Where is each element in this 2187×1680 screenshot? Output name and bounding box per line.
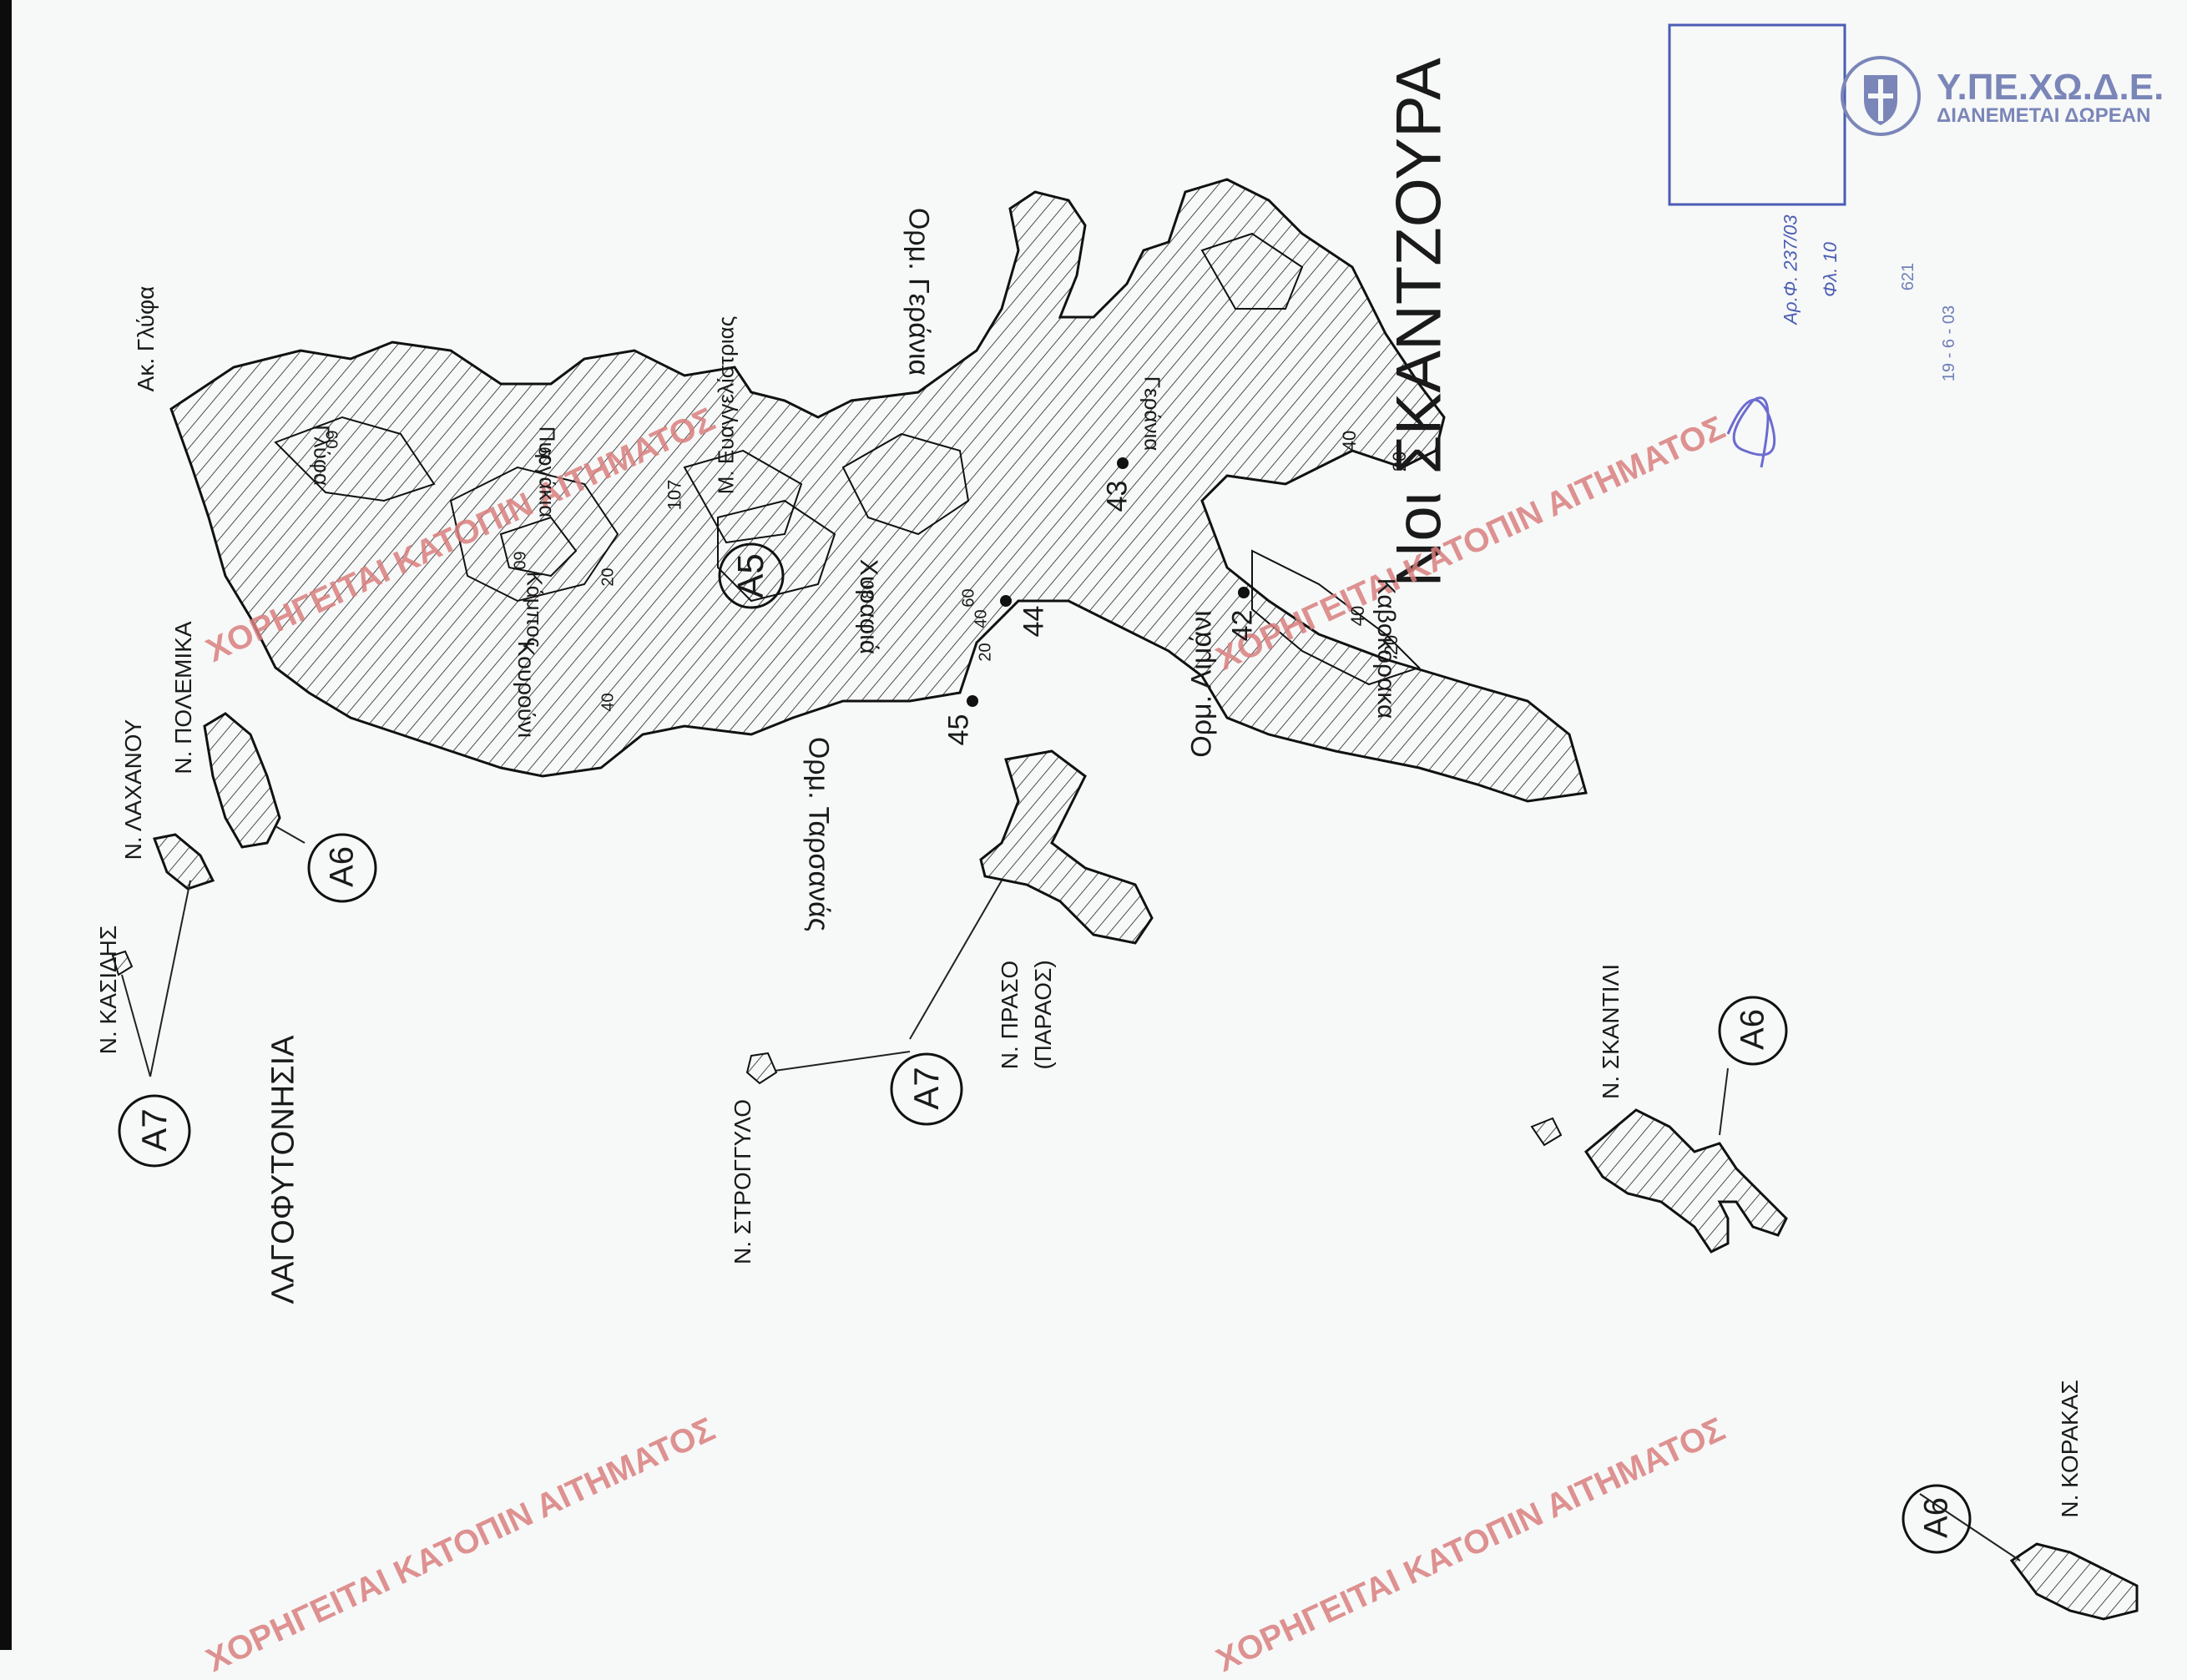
signature-scribble	[1726, 396, 1776, 468]
elev-40-gerania: 40	[1339, 430, 1361, 452]
map-title: Νοι ΣΚΑΝΤΖΟΥΡΑ	[1383, 58, 1455, 588]
kasidis-island	[111, 950, 134, 976]
elev-40-chyrafia: 40	[972, 609, 991, 628]
skantili-island	[1584, 1108, 1788, 1254]
zone-a6-circle-polemika	[307, 833, 377, 903]
annotation-ref: Αρ.Φ. 237/03	[1780, 214, 1801, 325]
elev-40-kavokoraka: 40	[1347, 605, 1369, 627]
agency-note: ΔΙΑΝΕΜΕΤΑΙ ΔΩΡΕΑΝ	[1937, 104, 2151, 127]
korakas-island	[2009, 1542, 2139, 1621]
label-kasidis: Ν. ΚΑΣΙΔΗΣ	[95, 925, 121, 1055]
label-gerania: Γεράνια	[1139, 376, 1165, 452]
lachanou-island	[152, 833, 215, 890]
point-43-label: 43	[1101, 480, 1134, 512]
praso-island	[979, 749, 1154, 945]
zone-a5-label: Α5	[730, 553, 771, 598]
point-44-label: 44	[1018, 605, 1050, 638]
zone-a6-circle-korakas	[1902, 1484, 1972, 1554]
registry-stamp	[1668, 23, 1846, 206]
point-44-dot	[1000, 595, 1012, 607]
annotation-sheet: Φλ. 10	[1819, 242, 1841, 297]
point-42-label: 42	[1226, 609, 1259, 642]
agency-name: Υ.ΠΕ.ΧΩ.Δ.Ε.	[1937, 67, 2164, 108]
elev-60-kampos: 60	[509, 551, 528, 570]
label-strongylo: Ν. ΣΤΡΟΓΓΥΛΟ	[730, 1099, 755, 1264]
label-praso-alt: (ΠΑΡΑΟΣ)	[1030, 960, 1056, 1070]
label-orm-limani: Ορμ. Λιμάνι	[1185, 610, 1218, 758]
label-m-evangelistrias: Μ. Ευαγγελίστριας	[713, 315, 739, 495]
label-skantili: Ν. ΣΚΑΝΤΙΛΙ	[1598, 963, 1624, 1100]
skantili-islet	[1530, 1117, 1563, 1147]
elev-20-gerania: 20	[1389, 451, 1411, 472]
label-lachanou: Ν. ΛΑΧΑΝΟΥ	[120, 719, 146, 860]
label-polemika: Ν. ΠΟΛΕΜΙΚΑ	[170, 621, 196, 774]
elev-60-chyrafia: 60	[959, 588, 978, 608]
elev-20-north: 20	[599, 568, 618, 587]
label-praso: Ν. ΠΡΑΣΟ	[997, 960, 1023, 1070]
elev-80: 80	[859, 580, 878, 599]
zone-a5-circle	[718, 542, 785, 609]
zone-a6-circle-skantili	[1718, 996, 1788, 1066]
skantzoura-island	[169, 178, 1588, 803]
annotation-stamp-no: 621	[1899, 262, 1918, 291]
zone-a7-label-lagofytonisia: Α7	[134, 1108, 174, 1152]
elev-60-pyrgakia: 60	[534, 446, 553, 466]
annotation-stamp-date: 19 - 6 - 03	[1940, 305, 1959, 382]
label-kourouni: Κουρούνι	[513, 640, 539, 739]
label-korakas: Ν. ΚΟΡΑΚΑΣ	[2057, 1380, 2083, 1518]
elev-107: 107	[664, 479, 685, 511]
scan-border	[0, 0, 12, 1650]
elev-20-kavokoraka: 20	[1381, 634, 1402, 656]
label-pyrgakia: Πυργάκια	[534, 426, 560, 518]
zone-a6-label-skantili: Α6	[1734, 1009, 1771, 1050]
strongylo-island	[745, 1052, 778, 1085]
label-orm-gerania: Ορμ. Γεράνια	[902, 207, 935, 376]
zone-a6-label-polemika: Α6	[323, 846, 361, 887]
label-chyrafia: Χυραφιά	[855, 558, 882, 655]
elev-60-glyfa: 60	[321, 430, 341, 449]
label-lagofytonisia: ΛΑΓΟΦΥΤΟΝΗΣΙΑ	[265, 1035, 301, 1304]
zone-a6-label-korakas: Α6	[1917, 1497, 1955, 1538]
label-ak-glyfa: Ακ. Γλύφα	[133, 285, 159, 392]
elev-20-chyrafia: 20	[976, 643, 995, 662]
zone-a7-circle-lagofytonisia	[118, 1094, 191, 1168]
zone-markers	[118, 542, 1972, 1554]
point-45-dot	[967, 695, 978, 707]
label-glyfa: Γλύφα	[309, 425, 335, 486]
emblem-icon	[1841, 56, 1921, 136]
survey-points	[967, 457, 1250, 707]
point-42-dot	[1238, 587, 1250, 598]
elev-40-kourouni: 40	[599, 693, 618, 712]
point-45-label: 45	[942, 714, 975, 746]
polemika-island	[203, 712, 281, 849]
point-43-dot	[1117, 457, 1129, 469]
zone-a7-circle-praso	[890, 1052, 963, 1126]
label-orm-tarsanas: Ορμ. Ταρσανάς	[802, 736, 835, 932]
zone-a7-label-praso: Α7	[907, 1067, 946, 1110]
